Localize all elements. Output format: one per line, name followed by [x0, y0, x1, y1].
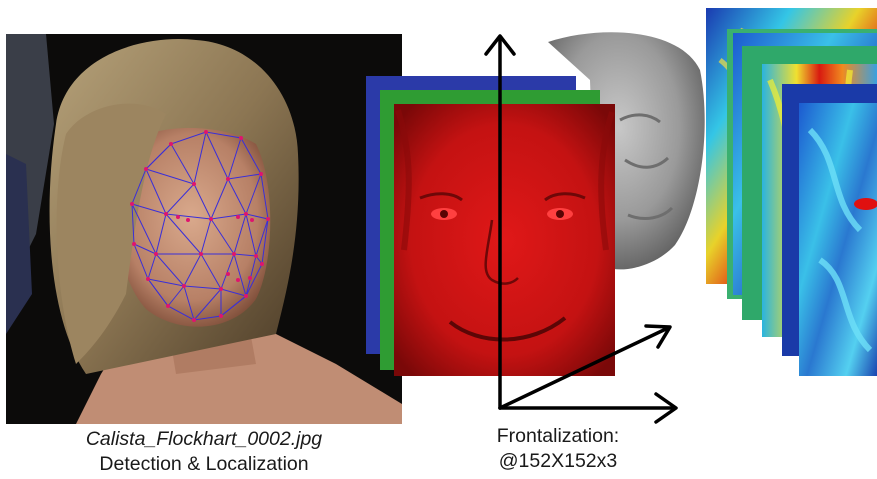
detection-label: Detection & Localization: [99, 453, 309, 475]
detection-caption: Calista_Flockhart_0002.jpg Detection & L…: [6, 427, 402, 477]
frontalization-dims: @152X152x3: [498, 450, 618, 472]
frontalized-face-features: [395, 109, 615, 342]
channel-red-face: [394, 104, 615, 376]
feature-map-6: [799, 103, 877, 376]
arrowhead-up: [484, 34, 516, 56]
landmark-points: [130, 130, 270, 322]
axes-arrows: [484, 34, 678, 424]
axis-diagonal: [498, 326, 670, 410]
arrowhead-right: [654, 392, 678, 424]
frontalization-caption: Frontalization: @152X152x3: [458, 424, 658, 474]
3d-face-shape: [548, 32, 705, 270]
arrowhead-diagonal: [644, 324, 672, 349]
frontalization-label: Frontalization:: [496, 425, 620, 447]
landmark-mesh: [131, 131, 269, 321]
detection-photo: [6, 34, 402, 424]
image-filename: Calista_Flockhart_0002.jpg: [85, 428, 323, 450]
feature-map-stack: [706, 8, 877, 376]
face-photo-image: [6, 34, 402, 424]
